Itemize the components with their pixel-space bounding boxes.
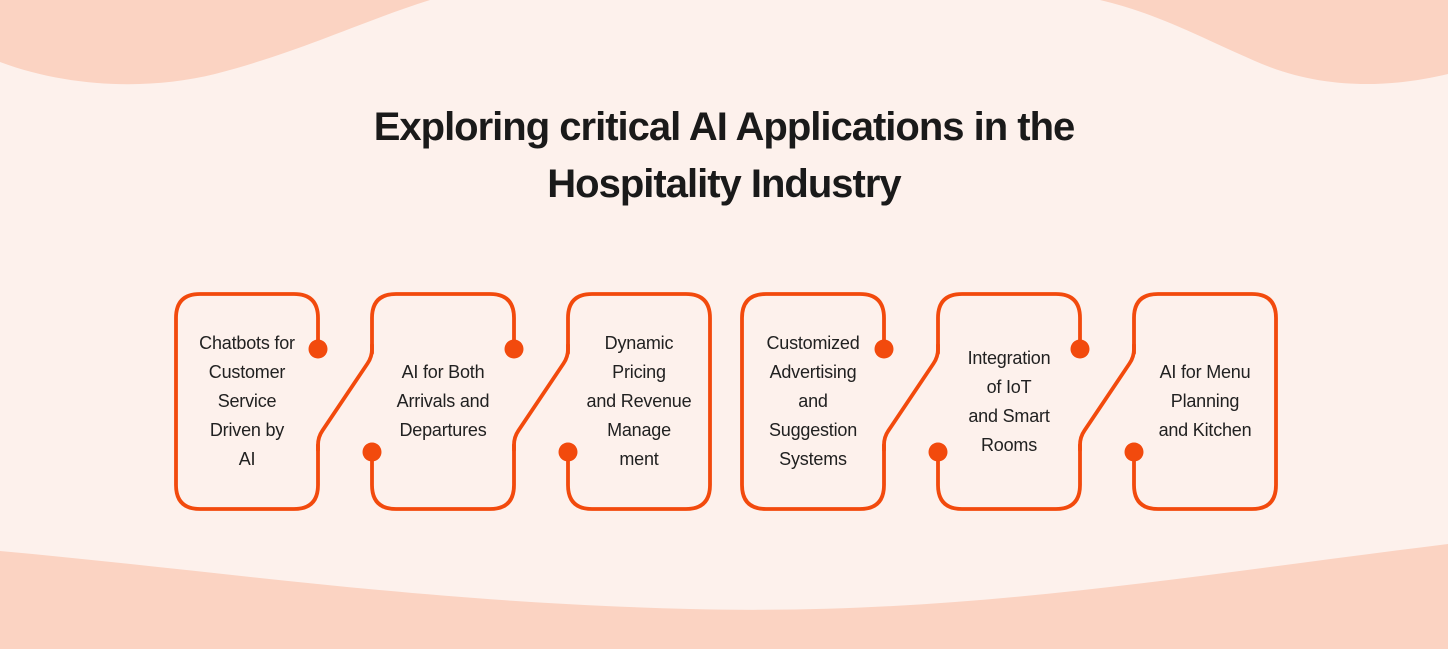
top-right-wave: [1100, 0, 1448, 85]
card-shape-6: [1132, 292, 1278, 511]
card-shape-2: [370, 292, 516, 511]
card-shape-1: [174, 292, 320, 511]
card-shape-5: [936, 292, 1082, 511]
node-dot-card3-bottom: [558, 442, 578, 462]
card-label-iot-smart-rooms: Integration of IoT and Smart Rooms: [967, 347, 1051, 455]
card-label-dynamic-pricing: Dynamic Pricing and Revenue Manage ment: [586, 333, 692, 469]
connector-card2-card3: [512, 343, 570, 452]
node-dot-card1-top: [308, 339, 328, 359]
connector-card5-card6: [1078, 343, 1136, 452]
card-shape-5-upper: [936, 292, 1082, 355]
page-title: Exploring critical AI Applications in th…: [373, 105, 1076, 206]
node-dot-card2-bottom: [362, 442, 382, 462]
top-left-wave: [0, 0, 430, 85]
card-shape-2-upper: [370, 292, 516, 355]
node-dot-card6-bottom: [1124, 442, 1144, 462]
card-shape-2-lower: [370, 443, 516, 511]
bottom-wave: [0, 544, 1448, 649]
card-label-customized-advertising: Customized Advertising and Suggestion Sy…: [766, 333, 860, 469]
card-shape-3: [566, 292, 712, 511]
node-dot-card4-top: [874, 339, 894, 359]
node-dot-card5-bottom: [928, 442, 948, 462]
node-dots: [308, 339, 1144, 462]
card-label-chatbots: Chatbots for Customer Service Driven by …: [199, 333, 295, 469]
card-shape-4: [740, 292, 886, 511]
card-label-menu-planning: AI for Menu Planning and Kitchen: [1158, 362, 1252, 440]
card-shape-5-lower: [936, 443, 1082, 511]
card-label-arrivals-departures: AI for Both Arrivals and Departures: [396, 362, 490, 440]
node-dot-card2-top: [504, 339, 524, 359]
node-dot-card5-top: [1070, 339, 1090, 359]
connector-card1-card2: [316, 343, 374, 452]
connector-card4-card5: [882, 343, 940, 452]
